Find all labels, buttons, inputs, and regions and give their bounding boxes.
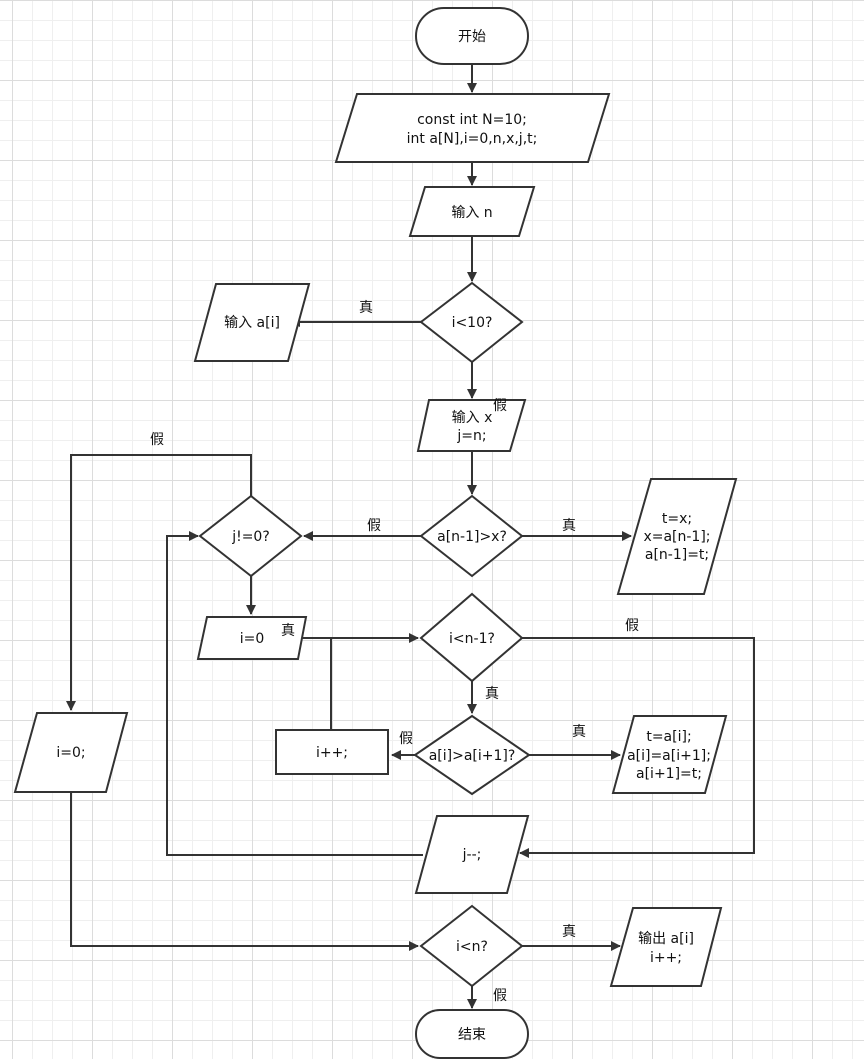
cond-ai-gt-ai1-diamond bbox=[413, 714, 531, 796]
swap1-line2: x=a[n-1]; bbox=[643, 529, 710, 545]
edge-inc-i-loop bbox=[330, 637, 418, 729]
label-true-i-lt-10: 真 bbox=[359, 300, 373, 316]
end-terminator bbox=[415, 1009, 529, 1059]
label-true-ai-gt-ai1: 真 bbox=[572, 724, 586, 740]
set-i0-parallelogram bbox=[196, 616, 308, 660]
swap1-line3: a[n-1]=t; bbox=[645, 547, 709, 563]
input-x-parallelogram bbox=[416, 399, 527, 452]
cond-i-lt-n1-diamond bbox=[419, 592, 524, 683]
output-line1: 输出 a[i] bbox=[638, 931, 694, 947]
label-true-j-ne-0: 真 bbox=[281, 623, 295, 639]
decl-parallelogram bbox=[334, 93, 611, 163]
label-false-i-lt-n: 假 bbox=[493, 988, 507, 1004]
inc-i-label: i++; bbox=[316, 745, 348, 761]
input-n-parallelogram bbox=[408, 186, 536, 237]
decl-line1: const int N=10; bbox=[417, 112, 527, 128]
cond-i-lt-n-diamond bbox=[419, 904, 524, 988]
edge-i0-cond-n bbox=[70, 792, 419, 951]
set-i0-label: i=0 bbox=[240, 631, 265, 647]
set-i0-out-parallelogram bbox=[13, 712, 129, 793]
start-terminator bbox=[415, 7, 529, 65]
input-ai-parallelogram bbox=[193, 283, 311, 362]
cond-i-lt-10-label: i<10? bbox=[452, 315, 493, 331]
cond-an1-gt-x-label: a[n-1]>x? bbox=[437, 529, 507, 545]
label-false-ai-gt-ai1: 假 bbox=[399, 731, 413, 747]
swap1-parallelogram bbox=[616, 478, 738, 595]
shapes bbox=[13, 7, 738, 1059]
swap2-line2: a[i]=a[i+1]; bbox=[627, 748, 711, 764]
edge-cond-n1-false-dec-j bbox=[519, 637, 755, 858]
dec-j-label: j--; bbox=[462, 847, 482, 863]
input-x-line2: j=n; bbox=[456, 428, 486, 444]
end-label: 结束 bbox=[458, 1027, 486, 1043]
input-n-label: 输入 n bbox=[451, 205, 492, 221]
cond-i-lt-n1-label: i<n-1? bbox=[449, 631, 495, 647]
cond-j-ne-0-diamond bbox=[198, 494, 303, 578]
output-parallelogram bbox=[609, 907, 723, 987]
swap2-parallelogram bbox=[611, 715, 728, 794]
cond-ai-gt-ai1-label: a[i]>a[i+1]? bbox=[429, 748, 516, 764]
label-true-i-lt-n1: 真 bbox=[485, 686, 499, 702]
start-label: 开始 bbox=[458, 29, 486, 45]
cond-i-lt-10-diamond bbox=[419, 281, 524, 364]
cond-j-ne-0-label: j!=0? bbox=[231, 529, 270, 545]
swap1-line1: t=x; bbox=[662, 511, 692, 527]
inc-i-rect bbox=[275, 729, 389, 775]
edge-dec-j-loop bbox=[166, 531, 423, 856]
label-true-an1-gt-x: 真 bbox=[562, 518, 576, 534]
label-false-j-ne-0: 假 bbox=[150, 432, 164, 448]
label-false-i-lt-10: 假 bbox=[493, 398, 507, 414]
cond-i-lt-n-label: i<n? bbox=[456, 939, 488, 955]
output-line2: i++; bbox=[650, 950, 682, 966]
label-true-i-lt-n: 真 bbox=[562, 924, 576, 940]
input-ai-label: 输入 a[i] bbox=[224, 315, 280, 331]
swap2-line1: t=a[i]; bbox=[646, 729, 691, 745]
swap2-line3: a[i+1]=t; bbox=[636, 766, 702, 782]
set-i0-out-label: i=0; bbox=[56, 745, 85, 761]
cond-an1-gt-x-diamond bbox=[419, 494, 524, 578]
edges bbox=[66, 64, 755, 1009]
edge-cond-j-false-i0 bbox=[66, 454, 252, 711]
dec-j-parallelogram bbox=[414, 815, 530, 894]
label-false-an1-gt-x: 假 bbox=[367, 518, 381, 534]
edge-label-texts: 真 假 假 假 真 真 假 真 假 真 真 假 bbox=[150, 300, 639, 1004]
decl-line2: int a[N],i=0,n,x,j,t; bbox=[407, 131, 538, 147]
label-false-i-lt-n1: 假 bbox=[625, 618, 639, 634]
node-texts: 开始 const int N=10; int a[N],i=0,n,x,j,t;… bbox=[56, 29, 711, 1043]
input-x-line1: 输入 x bbox=[452, 410, 493, 426]
